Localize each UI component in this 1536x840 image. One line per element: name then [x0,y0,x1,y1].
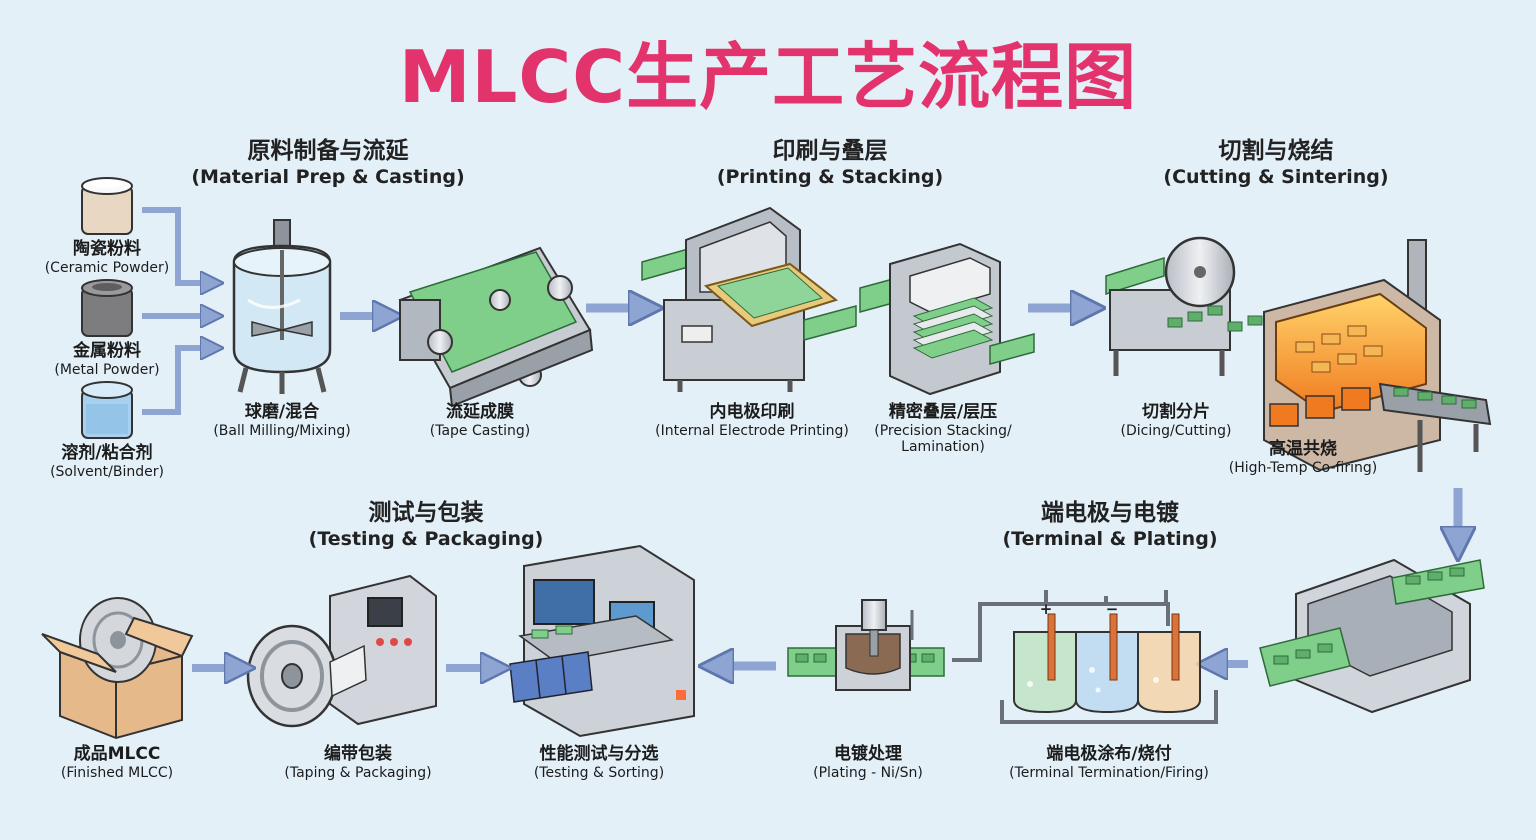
section-title-en: (Testing & Packaging) [308,527,544,550]
label-taping: 编带包装 (Taping & Packaging) [276,744,440,781]
label-electrode-printing: 内电极印刷 (Internal Electrode Printing) [646,402,858,439]
section-title-en: (Material Prep & Casting) [191,165,465,188]
label-en: (Precision Stacking/ [874,422,1012,439]
label-en: (Solvent/Binder) [50,463,164,480]
page-title: MLCC生产工艺流程图 [398,35,1138,119]
label-testing-sorting: 性能测试与分选 (Testing & Sorting) [514,744,684,781]
label-en: (Dicing/Cutting) [1120,422,1232,439]
label-zh: 电镀处理 [834,744,902,764]
label-en: (Ball Milling/Mixing) [213,422,351,439]
label-zh: 切割分片 [1142,402,1210,422]
solvent-binder-jar-icon [81,381,133,439]
electrode-plus-sign: + [1040,600,1053,618]
label-tape-casting: 流延成膜 (Tape Casting) [400,402,560,439]
plating-tanks-icon [952,590,1218,724]
ball-mill-mixer-icon [232,219,332,394]
label-en: (Internal Electrode Printing) [655,422,849,439]
section-header-testing: 测试与包装 (Testing & Packaging) [296,500,556,550]
metal-powder-jar-icon [81,279,133,337]
label-solvent-binder: 溶剂/粘合剂 (Solvent/Binder) [32,443,182,480]
dicing-saw-icon [1105,236,1263,376]
label-zh: 内电极印刷 [709,402,795,422]
section-title-zh: 印刷与叠层 [772,138,888,164]
label-zh: 高温共烧 [1269,439,1337,459]
label-zh: 端电极涂布/烧付 [1046,744,1172,764]
label-en: (Metal Powder) [54,361,160,378]
label-en: (Tape Casting) [429,422,531,439]
screen-printing-machine-icon [641,206,857,392]
testing-sorting-machine-icon [509,544,695,738]
label-co-firing: 高温共烧 (High-Temp Co-firing) [1220,439,1386,476]
taping-machine-icon [246,574,437,728]
section-header-printing: 印刷与叠层 (Printing & Stacking) [700,138,960,188]
label-precision-stacking: 精密叠层/层压 (Precision Stacking/ Lamination) [862,402,1024,455]
label-en: (Terminal Termination/Firing) [1009,764,1209,781]
label-en: (Plating - Ni/Sn) [813,764,923,781]
section-title-en: (Terminal & Plating) [1002,527,1218,550]
tape-casting-machine-icon [398,246,594,408]
label-zh: 溶剂/粘合剂 [61,443,153,463]
ceramic-powder-jar-icon [81,177,133,235]
section-title-en: (Printing & Stacking) [716,165,944,188]
stacking-press-icon [859,242,1035,396]
label-ceramic-powder: 陶瓷粉料 (Ceramic Powder) [32,239,182,276]
label-termination: 端电极涂布/烧付 (Terminal Termination/Firing) [994,744,1224,781]
label-zh: 金属粉料 [73,341,141,361]
label-en: (Testing & Sorting) [533,764,665,781]
label-zh: 性能测试与分选 [539,744,659,764]
label-metal-powder: 金属粉料 (Metal Powder) [32,341,182,378]
electrode-minus-sign: − [1106,600,1119,618]
label-plating: 电镀处理 (Plating - Ni/Sn) [796,744,940,781]
finished-product-box-icon [41,597,194,740]
label-en: (Ceramic Powder) [44,259,170,276]
section-title-zh: 测试与包装 [368,500,484,526]
label-finished-mlcc: 成品MLCC (Finished MLCC) [46,744,188,781]
label-en: (Finished MLCC) [60,764,174,781]
label-zh: 成品MLCC [73,744,161,764]
section-title-zh: 端电极与电镀 [1041,500,1179,526]
label-zh: 编带包装 [324,744,392,764]
label-en: (High-Temp Co-firing) [1228,459,1378,476]
sintering-furnace-icon [1263,239,1492,472]
section-header-terminal: 端电极与电镀 (Terminal & Plating) [980,500,1240,550]
section-title-en: (Cutting & Sintering) [1163,165,1389,188]
termination-machine-icon [1259,558,1485,714]
label-zh: 球磨/混合 [244,402,320,422]
label-zh: 精密叠层/层压 [888,402,998,422]
label-zh: 流延成膜 [446,402,514,422]
section-title-zh: 切割与烧结 [1218,138,1334,164]
label-zh: 陶瓷粉料 [73,239,141,259]
label-ball-milling: 球磨/混合 (Ball Milling/Mixing) [202,402,362,439]
section-header-cutting: 切割与烧结 (Cutting & Sintering) [1146,138,1406,188]
label-en: (Taping & Packaging) [284,764,432,781]
feed-arrows [142,207,212,415]
section-header-material: 原料制备与流延 (Material Prep & Casting) [188,138,468,188]
section-title-zh: 原料制备与流延 [247,138,409,164]
label-dicing: 切割分片 (Dicing/Cutting) [1106,402,1246,439]
label-en-line2: Lamination) [901,438,985,455]
electroplating-station-icon [787,599,945,691]
